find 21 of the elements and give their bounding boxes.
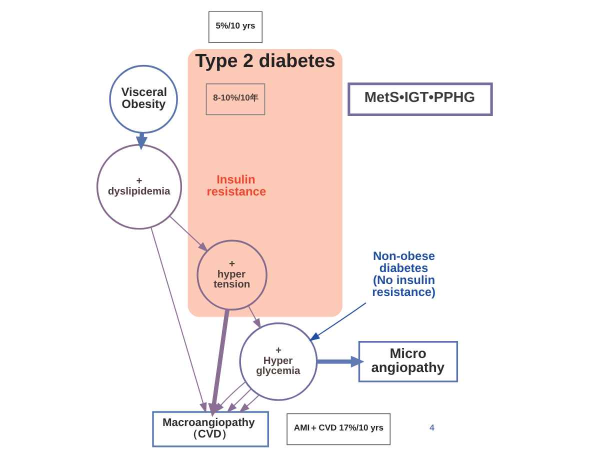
label: Insulin resistance	[206, 172, 266, 199]
node-circle: + Hyper glycemia	[239, 322, 318, 401]
node-circle: + dyslipidemia	[96, 144, 182, 230]
arrow	[214, 382, 246, 414]
arrow	[309, 302, 366, 342]
node-box: AMI＋CVD 17%/10 yrs	[286, 413, 391, 446]
node-box: 8-10%/10年	[206, 83, 266, 116]
node-text: Non-obese diabetes (No insulin resistance)	[372, 248, 436, 299]
arrow	[248, 305, 262, 330]
arrow	[226, 388, 252, 413]
arrow	[238, 394, 260, 413]
node-box: 5%/10 yrs	[208, 11, 263, 43]
label: 4	[430, 422, 434, 432]
arrow	[316, 356, 364, 368]
node-box: Macroangiopathy （CVD）	[152, 411, 269, 448]
node-box: Micro angiopathy	[358, 341, 458, 382]
arrow	[208, 309, 230, 418]
node-box: MetS•IGT•PPHG	[348, 82, 493, 116]
arrow	[150, 227, 207, 414]
node-circle: Visceral Obesity	[109, 64, 178, 134]
arrow	[169, 216, 208, 252]
